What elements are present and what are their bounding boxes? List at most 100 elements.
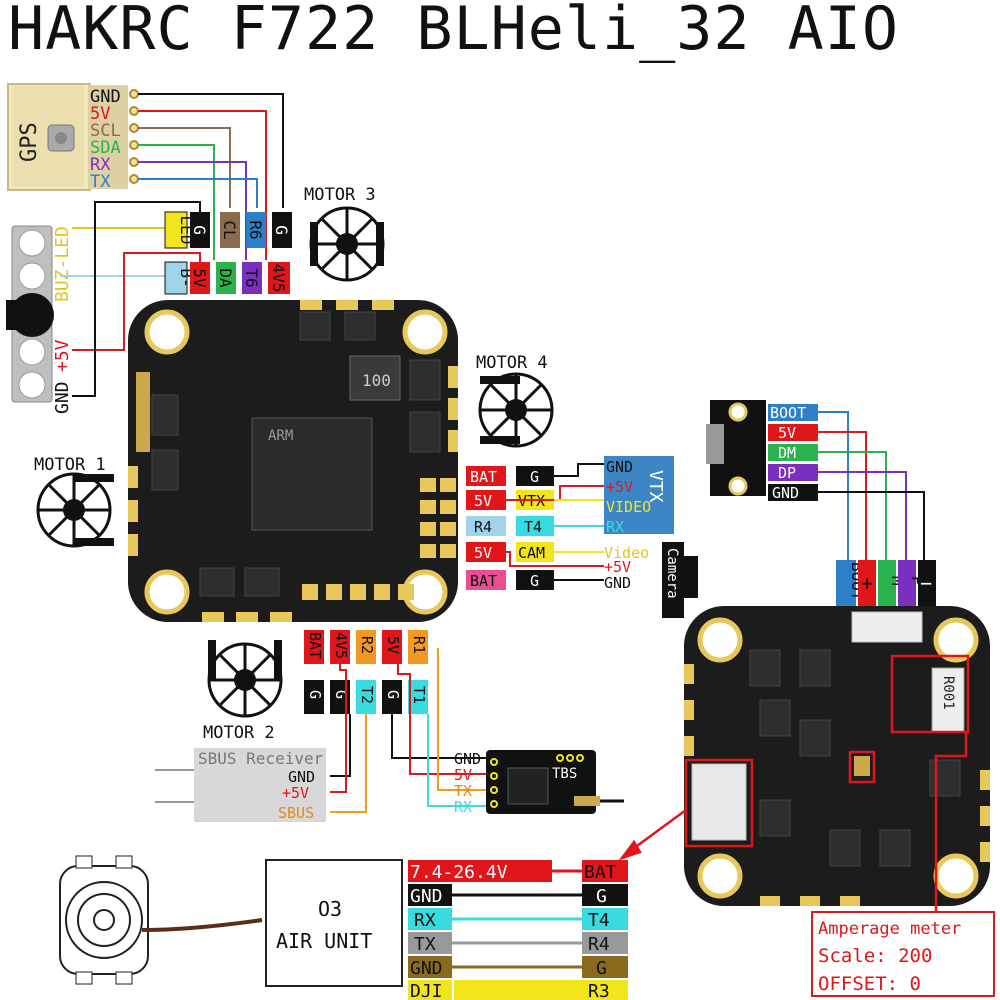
tbs-pin-tx: TX <box>454 782 472 800</box>
vtx-pin-5v: +5V <box>606 478 633 496</box>
svg-text:T4: T4 <box>588 910 610 931</box>
svg-text:5V: 5V <box>474 544 492 562</box>
motor-3: MOTOR 3 <box>304 185 385 282</box>
usb-board <box>706 400 766 496</box>
tbs-receiver: GND 5V TX RX TBS <box>454 750 624 816</box>
svg-text:M: M <box>888 576 907 586</box>
svg-text:T4: T4 <box>524 518 542 536</box>
svg-text:5V: 5V <box>384 636 402 654</box>
svg-text:GND: GND <box>410 958 443 979</box>
svg-text:T2: T2 <box>358 686 376 704</box>
svg-text:BAT: BAT <box>584 862 617 883</box>
amperage-line2: Scale: 200 <box>818 945 932 967</box>
svg-text:−: − <box>920 571 932 595</box>
svg-text:+: + <box>861 571 873 595</box>
highlight-boxes <box>618 654 970 912</box>
usb-pins: BOOT 5V DM DP GND <box>768 404 818 502</box>
gps-pin-5v: 5V <box>90 104 110 124</box>
bottom-pads: BAT 4V5 R2 5V R1 G G T2 G T1 <box>304 630 428 714</box>
vtx-module: VTX GND +5V VIDEO RX <box>604 456 674 536</box>
svg-text:G: G <box>596 886 607 907</box>
gps-pin-gnd: GND <box>90 87 121 107</box>
back-board: R001 <box>684 606 990 906</box>
tbs-label: TBS <box>552 766 577 782</box>
motor-3-label: MOTOR 3 <box>304 185 376 205</box>
inductor-label: 100 <box>362 371 391 390</box>
svg-text:R6: R6 <box>246 220 265 239</box>
svg-text:G: G <box>596 958 607 979</box>
svg-text:BAT: BAT <box>306 632 324 659</box>
svg-text:G: G <box>530 572 539 590</box>
svg-text:R2: R2 <box>358 636 376 654</box>
fc-top-pads: LED G CL R6 G B- 5V DA T6 4V5 <box>164 211 292 295</box>
page-title: HAKRC F722 BLHeli_32 AIO <box>8 0 899 64</box>
svg-text:DA: DA <box>216 268 235 288</box>
svg-text:BAT: BAT <box>470 572 497 590</box>
svg-text:4V5: 4V5 <box>269 264 288 293</box>
usb-board-pads: BOOT + M P − <box>836 560 936 606</box>
motor-4: MOTOR 4 <box>476 353 554 448</box>
svg-text:DM: DM <box>778 444 796 462</box>
vtx-label: VTX <box>645 470 666 503</box>
svg-text:R1: R1 <box>410 636 428 654</box>
o3-label-line2: AIR UNIT <box>276 929 372 953</box>
usb-wires <box>818 411 925 560</box>
gps-pin-sda: SDA <box>90 138 121 158</box>
vtx-cam-wires <box>506 463 606 581</box>
sbus-label: SBUS Receiver <box>198 749 324 768</box>
svg-text:RX: RX <box>414 910 436 931</box>
tbs-pin-rx: RX <box>454 798 472 816</box>
svg-text:4V5: 4V5 <box>332 632 350 659</box>
svg-text:5V: 5V <box>474 492 492 510</box>
sbus-pin-5v: +5V <box>282 784 309 802</box>
motor-4-label: MOTOR 4 <box>476 353 548 373</box>
svg-text:5V: 5V <box>190 268 209 288</box>
sbus-pin-gnd: GND <box>288 768 315 786</box>
svg-text:5V: 5V <box>778 424 796 442</box>
camera-pin-gnd: GND <box>604 574 631 592</box>
svg-text:TX: TX <box>414 934 436 955</box>
svg-text:CL: CL <box>220 220 239 239</box>
svg-text:R4: R4 <box>588 934 610 955</box>
buzzer-led-label: BUZ-LED <box>52 226 73 302</box>
svg-text:G: G <box>272 225 291 235</box>
vtx-pin-video: VIDEO <box>606 498 651 516</box>
o3-air-unit: O3 AIR UNIT <box>265 859 403 987</box>
right-pads: BAT 5V R4 5V BAT G VTX T4 CAM G <box>466 466 554 590</box>
buzzer-wires <box>60 201 201 397</box>
shunt-label: R001 <box>940 676 956 710</box>
amperage-line3: OFFSET: 0 <box>818 973 921 995</box>
svg-text:GND: GND <box>410 886 443 907</box>
svg-text:BAT: BAT <box>470 468 497 486</box>
sbus-pin-sbus: SBUS <box>278 804 314 822</box>
svg-text:P: P <box>908 576 927 586</box>
svg-text:G: G <box>306 690 324 699</box>
vtx-pin-rx: RX <box>606 518 624 536</box>
svg-text:R4: R4 <box>474 518 492 536</box>
mcu-label: ARM <box>268 428 293 444</box>
receiver-wires <box>330 648 486 813</box>
o3-connection-table: 7.4-26.4V GND RX TX GND DJI HDL BAT G T4… <box>408 860 628 1000</box>
camera-label: Camera <box>664 548 680 599</box>
svg-text:G: G <box>190 225 209 235</box>
gps-pin-rx: RX <box>90 155 111 175</box>
svg-text:CAM: CAM <box>518 544 545 562</box>
tbs-pin-gnd: GND <box>454 750 481 768</box>
motor-1: MOTOR 1 <box>34 455 114 548</box>
buzzer-gnd-label: GND <box>52 381 73 414</box>
tbs-pin-5v: 5V <box>454 766 472 784</box>
amperage-meter-box: Amperage meter Scale: 200 OFFSET: 0 <box>811 911 995 997</box>
svg-text:DP: DP <box>778 464 796 482</box>
o3-label-line1: O3 <box>318 897 342 921</box>
gps-pin-scl: SCL <box>90 121 121 141</box>
camera-pin-5v: +5V <box>604 558 631 576</box>
vtx-pin-gnd: GND <box>606 458 633 476</box>
buzzer-plus-label: +5V <box>52 339 73 372</box>
gps-label: GPS <box>17 122 42 162</box>
svg-text:R3: R3 <box>588 981 610 1000</box>
gps-pin-tx: TX <box>90 172 111 192</box>
buzzer-module: BUZ-LED +5V GND <box>6 225 73 414</box>
motor-2-label: MOTOR 2 <box>203 723 275 743</box>
svg-text:T6: T6 <box>242 268 261 287</box>
svg-text:T1: T1 <box>410 686 428 704</box>
